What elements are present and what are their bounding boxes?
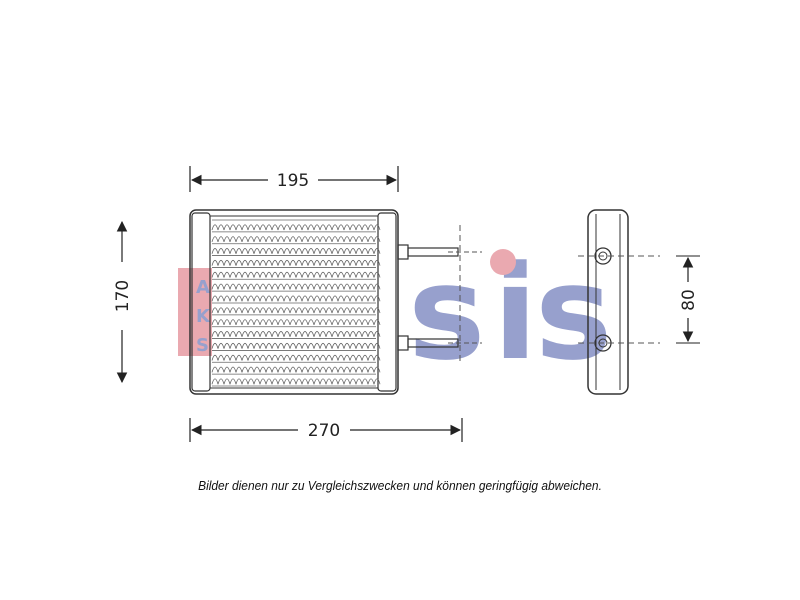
watermark-letter-k: K (196, 306, 211, 327)
watermark-letter-s: S (196, 335, 209, 356)
watermark-red-block (178, 268, 212, 356)
dimension-170: 170 (113, 220, 133, 384)
core-outer-frame (189, 209, 399, 395)
dimension-80: 80 (676, 255, 700, 344)
side-view (578, 209, 660, 395)
left-tank (191, 212, 211, 392)
dimension-270-label: 270 (308, 421, 340, 441)
disclaimer-caption: Bilder dienen nur zu Vergleichszwecken u… (198, 478, 602, 493)
front-view (189, 209, 482, 395)
right-tank (377, 212, 397, 392)
watermark-s1: s (408, 237, 485, 389)
dimension-270: 270 (189, 418, 463, 442)
watermark-i-dot (490, 249, 516, 275)
watermark-s2: s (535, 237, 612, 389)
dimension-80-label: 80 (679, 289, 699, 311)
dimension-170-label: 170 (113, 280, 133, 312)
watermark-letter-a: A (196, 277, 210, 298)
side-body (587, 209, 629, 395)
dimension-195: 195 (189, 166, 399, 192)
dimension-195-label: 195 (277, 171, 309, 191)
core-fins (211, 219, 381, 387)
watermark-logo: A K S s i s (178, 237, 612, 389)
